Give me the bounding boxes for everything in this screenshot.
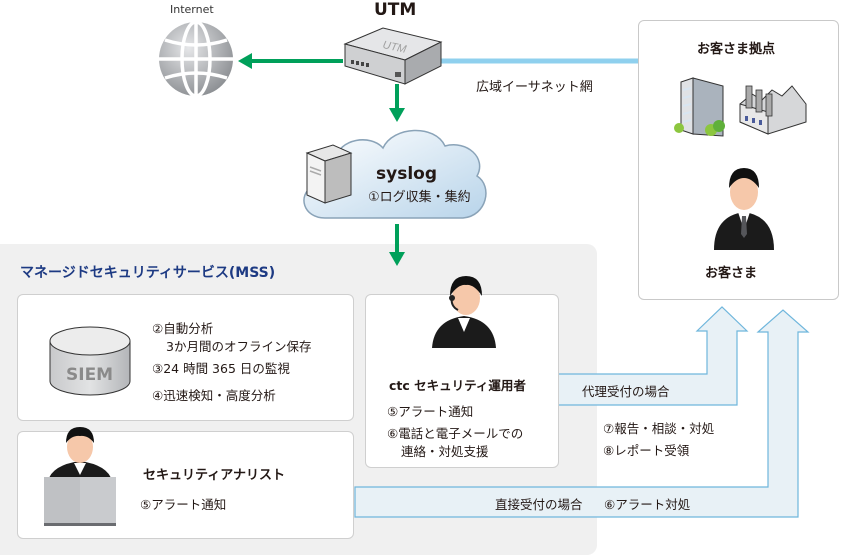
proxy-flow-arrow (557, 306, 749, 406)
operator-title: ctc セキュリティ運用者 (389, 378, 526, 393)
customer-site-title: お客さま拠点 (697, 42, 776, 57)
arrow-syslog-to-mss (389, 224, 405, 266)
office-building-icon (674, 77, 725, 137)
siem-database-icon: SIEM (49, 326, 131, 396)
wan-label: 広域イーサネット網 (476, 80, 593, 95)
siem-step-2-detail: 3か月間のオフライン保存 (166, 339, 312, 354)
operator-step-6: ⑥電話と電子メールでの (387, 426, 524, 441)
operator-step-5: ⑤アラート通知 (387, 404, 474, 419)
customer-label: お客さま (705, 266, 758, 281)
internet-label: Internet (170, 3, 214, 16)
customer-avatar-icon (714, 168, 774, 250)
operator-headset-avatar-icon (432, 276, 496, 348)
server-icon (305, 144, 353, 204)
direct-step-6: ⑥アラート対処 (604, 497, 691, 512)
proxy-case-label: 代理受付の場合 (582, 384, 670, 399)
direct-flow-arrow (354, 309, 810, 518)
mss-title: マネージドセキュリティサービス(MSS) (20, 265, 276, 281)
syslog-step: ①ログ収集・集約 (368, 190, 471, 205)
syslog-title: syslog (376, 164, 437, 184)
utm-device-icon: UTM (343, 27, 443, 85)
direct-case-label: 直接受付の場合 (495, 497, 583, 512)
report-step-8: ⑧レポート受領 (603, 443, 690, 458)
operator-step-6-detail: 連絡・対処支援 (401, 444, 489, 459)
customer-site-box (638, 20, 839, 300)
arrow-to-internet (238, 53, 343, 69)
svg-text:UTM: UTM (382, 39, 409, 56)
globe-icon (159, 20, 233, 98)
siem-step-4: ④迅速検知・高度分析 (152, 388, 276, 403)
factory-icon (739, 85, 807, 135)
analyst-title: セキュリティアナリスト (143, 468, 285, 483)
analyst-avatar-icon (44, 427, 116, 526)
svg-text:SIEM: SIEM (66, 365, 113, 385)
utm-title: UTM (374, 0, 417, 20)
siem-step-2: ②自動分析 (152, 321, 214, 336)
arrow-utm-to-syslog (389, 84, 405, 122)
analyst-step: ⑤アラート通知 (140, 497, 227, 512)
report-step-7: ⑦報告・相談・対処 (603, 421, 715, 436)
siem-step-3: ③24 時間 365 日の監視 (152, 361, 290, 376)
